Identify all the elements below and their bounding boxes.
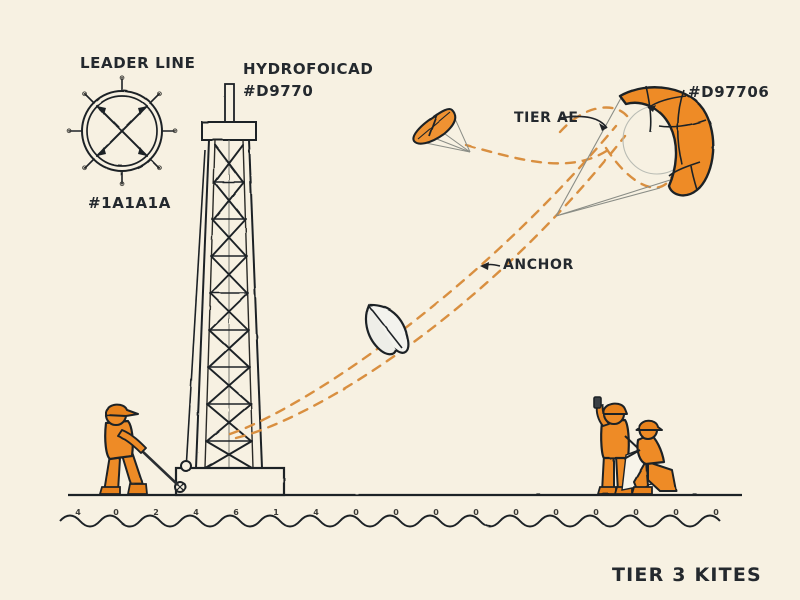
scale-tick-value: 0 bbox=[473, 508, 479, 517]
worker-kneeling bbox=[621, 419, 677, 495]
compass-rose-glyph: ⊗ bbox=[156, 164, 163, 173]
compass-rose-glyph: ⊗ bbox=[81, 164, 88, 173]
tether-upper-arc bbox=[558, 106, 632, 134]
compass-rose-glyph: ⊕ bbox=[119, 74, 125, 82]
label-hydrofoil: HYDROFOICAD bbox=[243, 60, 374, 78]
compass-rose-glyph: ⊗ bbox=[156, 89, 163, 98]
scale-tick-value: 0 bbox=[113, 508, 119, 517]
main-crescent-kite bbox=[555, 85, 715, 217]
annotation-arrowheads bbox=[480, 105, 656, 270]
leader-line-compass-rose bbox=[69, 78, 175, 184]
scale-tick-value: 0 bbox=[713, 508, 719, 517]
scale-tick-value: 4 bbox=[313, 508, 319, 517]
scale-tick-value: 0 bbox=[633, 508, 639, 517]
compass-rose-glyph: ⊕ bbox=[119, 180, 125, 188]
label-leader-line: LEADER LINE bbox=[80, 54, 196, 72]
label-anchor: ANCHOR bbox=[503, 257, 574, 273]
scale-tick-value: 0 bbox=[513, 508, 519, 517]
scale-tick-value: 0 bbox=[593, 508, 599, 517]
leader-kite-code bbox=[647, 95, 687, 109]
label-leader-line-code: #1A1A1A bbox=[88, 194, 171, 212]
label-tier: TIER AE bbox=[514, 110, 579, 126]
label-hydrofoil-code: #D9770 bbox=[243, 82, 314, 100]
small-delta-kite bbox=[412, 107, 471, 153]
compass-rose-glyph: ⊗ bbox=[81, 89, 88, 98]
scale-tick-value: 4 bbox=[75, 508, 81, 517]
tether-loop-arc bbox=[604, 146, 674, 189]
scale-tick-value: 4 bbox=[193, 508, 199, 517]
label-kite-code: #D97706 bbox=[688, 83, 770, 101]
compass-rose-glyph: ⊕ bbox=[172, 127, 178, 135]
scale-tick-value: 0 bbox=[353, 508, 359, 517]
worker-pulling-line bbox=[98, 403, 179, 495]
rose-arrowheads bbox=[97, 106, 147, 156]
scale-tick-value: 0 bbox=[433, 508, 439, 517]
scale-tick-value: 0 bbox=[393, 508, 399, 517]
scale-tick-value: 0 bbox=[673, 508, 679, 517]
kite-tether-paths bbox=[228, 106, 674, 440]
diagram-title: TIER 3 KITES bbox=[612, 564, 762, 586]
tether-small-kite bbox=[464, 143, 610, 165]
scale-tick-value: 2 bbox=[153, 508, 159, 517]
leader-tier bbox=[559, 115, 608, 129]
scale-tick-value: 6 bbox=[233, 508, 239, 517]
hydrofoil-lattice-tower bbox=[174, 83, 286, 497]
scale-tick-value: 0 bbox=[553, 508, 559, 517]
water-and-deck bbox=[59, 493, 742, 528]
compass-rose-glyph: ⊕ bbox=[66, 127, 72, 135]
mid-grey-kite bbox=[364, 303, 410, 356]
handheld-device bbox=[593, 396, 602, 409]
scale-tick-value: 1 bbox=[273, 508, 279, 517]
tether-main-upper bbox=[228, 124, 618, 436]
annotation-leader-lines bbox=[481, 95, 687, 267]
